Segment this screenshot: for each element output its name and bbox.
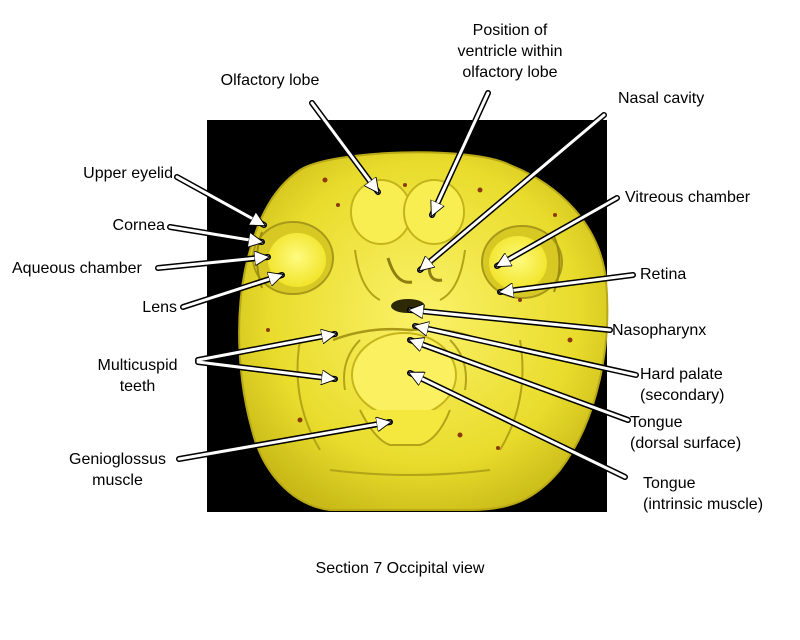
label-teeth-line-2: teeth [119,378,156,395]
pointer-arrows [155,90,639,480]
label-tongue-dorsal: Tongue (dorsal surface) [630,412,741,454]
arrow-upper-eyelid [175,175,264,227]
arrow-cornea [168,225,262,242]
arrow-tongue-intrinsic [410,371,627,479]
arrow-teeth-lower [196,360,335,379]
label-ventricle-line-3: olfactory lobe [462,64,558,81]
label-tongue-dorsal-line-1: Tongue [630,414,683,431]
arrow-retina [500,273,635,292]
label-ventricle: Position of ventricle within olfactory l… [435,20,585,83]
label-genioglossus-muscle: Genioglossus muscle [55,449,180,491]
nasal-cavity-left [386,257,413,284]
arrow-genioglossus [177,422,390,461]
arrow-hard-palate [415,326,638,377]
arrow-ventricle [432,91,490,215]
specimen-section [238,151,609,511]
arrow-olfactory-lobe [310,101,380,192]
label-genioglossus-line-1: Genioglossus [69,451,166,468]
olfactory-lobe-left [350,179,412,245]
label-olfactory-lobe: Olfactory lobe [220,72,320,89]
label-lens: Lens [142,299,177,316]
label-ventricle-line-1: Position of [472,22,548,39]
label-genioglossus-line-2: muscle [92,472,143,489]
label-teeth-line-1: Multicuspid [97,357,178,374]
label-tongue-dorsal-line-2: (dorsal surface) [630,435,742,452]
arrow-nasopharynx [410,310,612,332]
label-nasopharynx: Nasopharynx [612,322,707,339]
tongue [351,332,457,418]
figure-caption: Section 7 Occipital view [315,560,485,577]
label-aqueous-chamber: Aqueous chamber [12,260,142,277]
label-ventricle-line-2: ventricle within [457,43,563,60]
label-multicuspid-teeth: Multicuspid teeth [80,355,195,397]
arrow-lens [181,275,282,309]
arrow-teeth-upper [196,334,335,362]
label-hard-palate: Hard palate (secondary) [640,364,724,406]
label-nasal-cavity: Nasal cavity [618,90,705,107]
label-vitreous-chamber: Vitreous chamber [625,189,751,206]
label-tongue-intrinsic-line-1: Tongue [643,475,696,492]
label-hard-palate-line-1: Hard palate [640,366,723,383]
label-tongue-intrinsic-line-2: (intrinsic muscle) [643,496,764,513]
label-cornea: Cornea [112,217,165,234]
label-upper-eyelid: Upper eyelid [83,165,173,182]
arrow-aqueous-chamber [156,257,268,270]
label-hard-palate-line-2: (secondary) [640,387,725,404]
arrow-vitreous-chamber [497,196,619,268]
right-eye [481,225,563,299]
label-retina: Retina [640,266,687,283]
arrow-tongue-dorsal [410,340,630,422]
label-tongue-intrinsic: Tongue (intrinsic muscle) [643,473,763,515]
arrow-nasal-cavity [420,113,606,270]
